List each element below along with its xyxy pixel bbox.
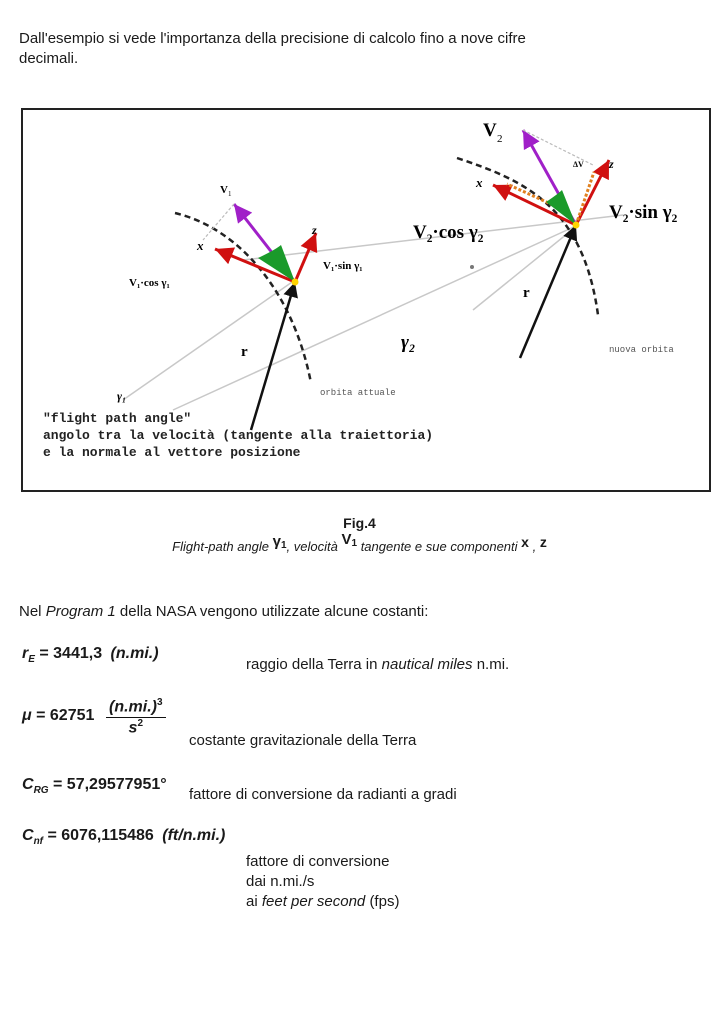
label-r2: r <box>523 285 530 301</box>
z-axis-1 <box>293 232 318 283</box>
x-axis-1 <box>214 247 296 284</box>
label-new-orbit: nuova orbita <box>609 345 674 355</box>
left-scene <box>174 203 318 431</box>
constant-mu-fraction: (n.mi.)3 s2 <box>106 697 166 738</box>
label-gamma2: γ₂ <box>401 332 416 353</box>
constant-CRG-desc: fattore di conversione da radianti a gra… <box>189 786 457 803</box>
note-line-2: angolo tra la velocità (tangente alla tr… <box>43 428 434 443</box>
constant-rE: rE = 3441,3 (n.mi.) <box>22 645 159 666</box>
caption-gamma: γ <box>272 533 281 550</box>
orbit-diagram: V 1 x z V₁·cos γ₁ V₁·sin γ₁ r γ₁ orbita … <box>117 120 678 431</box>
spacecraft-2 <box>572 221 580 229</box>
svg-text:1: 1 <box>228 190 232 198</box>
constant-CRG: CRG = 57,29577951° <box>22 776 167 797</box>
constant-rE-desc: raggio della Terra in nautical miles n.m… <box>246 656 510 673</box>
intro-paragraph: Dall'esempio si vede l'importanza della … <box>19 29 526 69</box>
label-x1: x <box>196 238 204 253</box>
label-dv: ΔV <box>573 160 584 169</box>
z-axis-2 <box>574 159 611 226</box>
label-r1: r <box>241 344 248 360</box>
label-v2: V <box>483 120 497 141</box>
x-axis-2 <box>492 183 577 227</box>
caption-z: z <box>539 534 547 550</box>
label-x2: x <box>475 175 483 190</box>
note-line-3: e la normale al vettore posizione <box>43 445 301 460</box>
figure-caption-text: Flight-path angle γ1, velocità V1 tangen… <box>172 531 547 554</box>
delta-v-x <box>506 182 554 207</box>
radius-vector-r1 <box>249 281 298 431</box>
label-v2-cos: V₂·cos γ₂ <box>413 222 484 243</box>
label-z2: z <box>608 157 614 171</box>
label-v1-sin: V₁·sin γ₁ <box>323 260 363 272</box>
radius-vector-r2 <box>518 224 578 359</box>
constant-Cnf: Cnf = 6076,115486 (ft/n.mi.) <box>22 827 226 848</box>
right-scene <box>456 129 611 359</box>
intro-line-2: decimali. <box>19 50 79 67</box>
constant-mu: μ = 62751 <box>22 707 95 724</box>
gamma-1-arc <box>258 245 295 282</box>
intro-line-1: Dall'esempio si vede l'importanza della … <box>19 30 526 47</box>
label-z1: z <box>311 223 317 237</box>
label-current-orbit: orbita attuale <box>320 388 396 398</box>
caption-v1: V <box>341 531 352 548</box>
figure-note: "flight path angle" angolo tra la veloci… <box>43 410 433 461</box>
svg-text:2: 2 <box>497 133 503 145</box>
label-v1-cos: V₁·cos γ₁ <box>129 277 170 289</box>
label-v1: V <box>220 184 228 196</box>
constants-intro: Nel Program 1 della NASA vengono utilizz… <box>19 603 429 620</box>
label-gamma1: γ₁ <box>117 389 126 403</box>
caption-x: x <box>521 534 529 550</box>
constant-mu-desc: costante gravitazionale della Terra <box>189 732 417 749</box>
label-v2-sin: V₂·sin γ₂ <box>609 202 678 223</box>
constant-Cnf-desc: fattore di conversione dai n.mi./s ai fe… <box>246 853 400 910</box>
spacecraft-1 <box>291 278 299 286</box>
delta-v-z <box>574 171 596 226</box>
note-line-1: "flight path angle" <box>43 411 192 426</box>
gamma-2-arc <box>546 190 576 225</box>
figure-caption-title: Fig.4 <box>343 515 376 531</box>
figure-4: V 1 x z V₁·cos γ₁ V₁·sin γ₁ r γ₁ orbita … <box>21 108 711 492</box>
